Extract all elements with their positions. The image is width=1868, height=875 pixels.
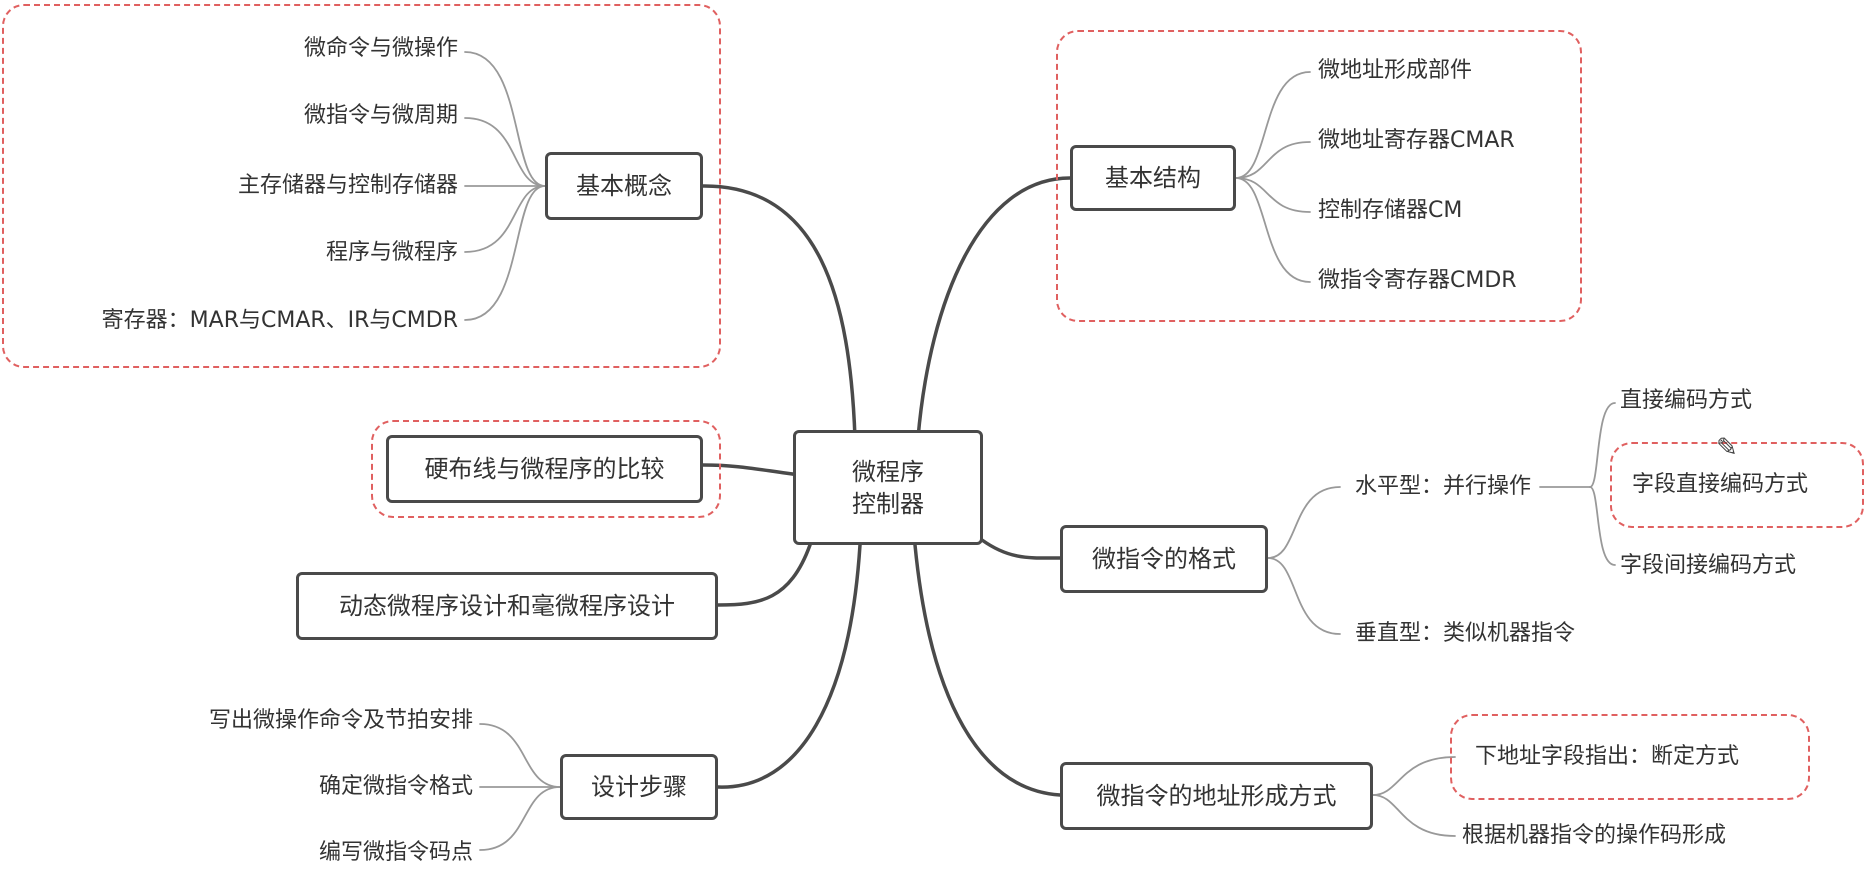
highlight-field-direct <box>1610 442 1864 528</box>
node-addressing-label: 微指令的地址形成方式 <box>1096 782 1337 810</box>
connector-comparison <box>701 463 802 477</box>
leaf-field-indirect-encoding: 字段间接编码方式 <box>1620 553 1797 578</box>
leaf-basic-concepts-2: 微指令与微周期 <box>303 103 458 128</box>
node-basic-concepts[interactable]: 基本概念 <box>545 152 703 220</box>
leaf-next-address-field: 下地址字段指出：断定方式 <box>1475 744 1740 769</box>
node-basic-structure-label: 基本结构 <box>1105 164 1201 192</box>
leaf-direct-encoding: 直接编码方式 <box>1620 388 1753 413</box>
highlight-next-address <box>1450 714 1810 800</box>
node-addressing[interactable]: 微指令的地址形成方式 <box>1060 762 1373 830</box>
leaf-basic-concepts-3: 主存储器与控制存储器 <box>237 173 458 198</box>
node-dynamic-label: 动态微程序设计和毫微程序设计 <box>339 592 675 620</box>
connector-format <box>980 538 1062 560</box>
highlight-basic-structure <box>1056 30 1582 322</box>
node-comparison[interactable]: 硬布线与微程序的比较 <box>386 435 703 503</box>
node-format[interactable]: 微指令的格式 <box>1060 525 1268 593</box>
connector-addressing <box>913 543 1062 797</box>
leaf-basic-structure-1: 微地址形成部件 <box>1318 58 1473 83</box>
pencil-icon: ✎ <box>1716 433 1738 463</box>
root-node[interactable]: 微程序 控制器 <box>793 430 983 545</box>
node-basic-structure[interactable]: 基本结构 <box>1070 145 1236 211</box>
root-label-line2: 控制器 <box>852 489 924 518</box>
node-format-label: 微指令的格式 <box>1092 545 1236 573</box>
connector-basic-concepts <box>701 184 857 440</box>
connector-dynamic <box>716 543 812 607</box>
highlight-basic-concepts <box>2 4 721 368</box>
node-dynamic[interactable]: 动态微程序设计和毫微程序设计 <box>296 572 718 640</box>
leaf-basic-structure-2: 微地址寄存器CMAR <box>1318 128 1515 153</box>
leaf-opcode-forming: 根据机器指令的操作码形成 <box>1462 823 1727 848</box>
leaf-basic-structure-4: 微指令寄存器CMDR <box>1318 268 1517 293</box>
leaf-basic-structure-3: 控制存储器CM <box>1318 198 1463 223</box>
connector-basic-structure <box>916 176 1072 440</box>
leaf-design-steps-3: 编写微指令码点 <box>318 840 473 865</box>
leaf-basic-concepts-5: 寄存器：MAR与CMAR、IR与CMDR <box>101 308 458 333</box>
node-design-steps-label: 设计步骤 <box>591 773 687 801</box>
leaf-basic-concepts-1: 微命令与微操作 <box>303 36 458 61</box>
leaf-design-steps-1: 写出微操作命令及节拍安排 <box>208 708 473 733</box>
root-label-line1: 微程序 <box>852 457 924 486</box>
highlight-comparison <box>371 420 721 518</box>
leaf-vertical-type: 垂直型：类似机器指令 <box>1355 621 1576 646</box>
leaf-field-direct-encoding: 字段直接编码方式 <box>1632 472 1809 497</box>
leaf-basic-concepts-4: 程序与微程序 <box>325 240 458 265</box>
node-comparison-label: 硬布线与微程序的比较 <box>424 455 665 483</box>
leaf-horizontal-type: 水平型：并行操作 <box>1355 474 1532 499</box>
leaf-design-steps-2: 确定微指令格式 <box>318 774 473 799</box>
connector-design-steps <box>716 543 862 789</box>
node-basic-concepts-label: 基本概念 <box>576 172 672 200</box>
node-design-steps[interactable]: 设计步骤 <box>560 754 718 820</box>
